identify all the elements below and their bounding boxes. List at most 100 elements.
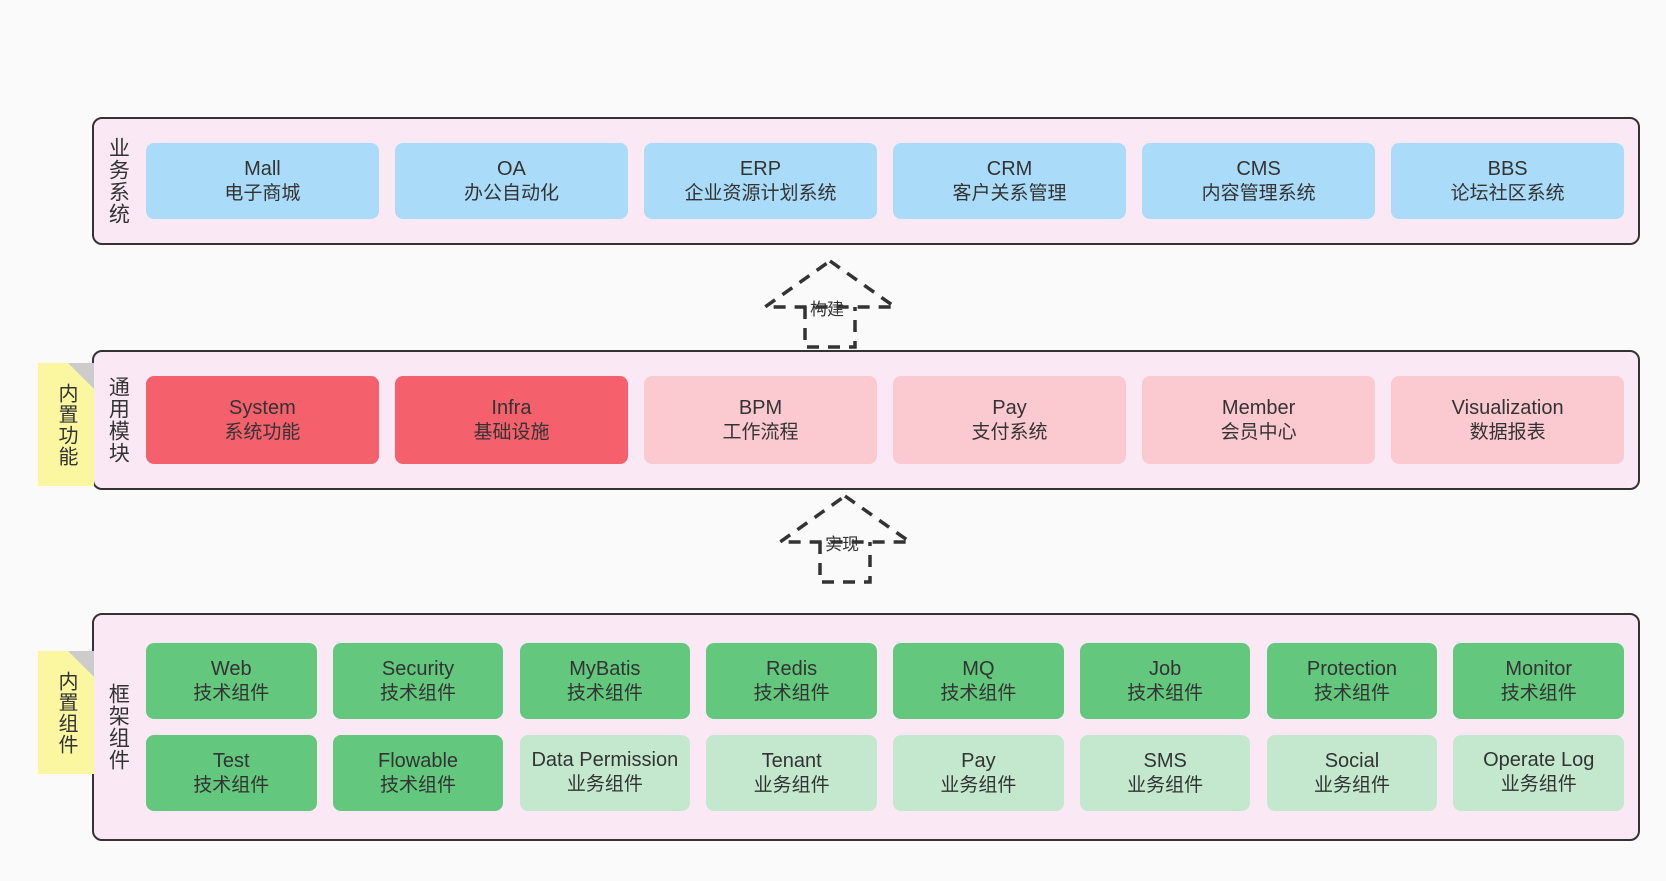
card-subtitle-cn: 业务组件 (566, 773, 643, 795)
layer-title-common-module: 通用模块 (106, 376, 130, 464)
card-title-en: Member (1221, 396, 1296, 419)
card-title-en: SMS (1143, 749, 1187, 772)
card-title-en: Redis (766, 657, 818, 680)
card-title-en: Tenant (761, 749, 822, 772)
note-fold-corner-icon (68, 363, 94, 389)
layer-title-business-system: 业务系统 (106, 137, 130, 225)
card-subtitle-cn: 企业资源计划系统 (684, 182, 837, 204)
arrow-build: 构建 (755, 255, 905, 350)
card-subtitle-cn: 技术组件 (380, 774, 457, 796)
card-subtitle-cn: 客户关系管理 (952, 182, 1067, 204)
card-subtitle-cn: 内容管理系统 (1201, 182, 1316, 204)
card-title-en: Web (210, 657, 252, 680)
note-builtin-function-label: 内置功能 (55, 382, 77, 467)
card-subtitle-cn: 办公自动化 (463, 182, 559, 204)
card-title-en: Flowable (378, 749, 459, 772)
card-title-en: Data Permission (531, 749, 679, 772)
arrow-build-glyph (759, 258, 901, 349)
card-subtitle-cn: 技术组件 (193, 682, 270, 704)
card-title-en: MQ (962, 657, 995, 680)
card-title-en: Mall (244, 157, 281, 180)
card-title-en: Social (1324, 749, 1380, 772)
note-builtin-function: 内置功能 (38, 363, 94, 486)
card-title-en: OA (496, 157, 526, 180)
card-subtitle-cn: 系统功能 (224, 421, 301, 443)
card-title-en: System (229, 396, 296, 419)
card-subtitle-cn: 业务组件 (753, 774, 830, 796)
card-subtitle-cn: 技术组件 (1127, 682, 1204, 704)
card-subtitle-cn: 支付系统 (971, 421, 1048, 443)
card-title-en: Security (381, 657, 455, 680)
card-title-en: Pay (961, 749, 996, 772)
card-subtitle-cn: 会员中心 (1220, 421, 1297, 443)
card-title-en: Monitor (1505, 657, 1573, 680)
card-title-en: Test (212, 749, 250, 772)
arrow-implement-glyph (774, 493, 916, 584)
note-builtin-component: 内置组件 (38, 651, 94, 774)
layer-title-framework-component: 框架组件 (106, 683, 130, 771)
card-subtitle-cn: 技术组件 (1500, 682, 1577, 704)
card-subtitle-cn: 业务组件 (940, 774, 1017, 796)
card-title-en: BBS (1487, 157, 1528, 180)
card-subtitle-cn: 技术组件 (193, 774, 270, 796)
card-subtitle-cn: 电子商城 (224, 182, 301, 204)
arrow-implement-label: 实现 (825, 535, 859, 554)
card-title-en: Pay (992, 396, 1027, 419)
card-subtitle-cn: 技术组件 (1313, 682, 1390, 704)
card-subtitle-cn: 业务组件 (1127, 774, 1204, 796)
card-title-en: CRM (986, 157, 1033, 180)
card-subtitle-cn: 工作流程 (722, 421, 799, 443)
note-fold-corner-icon (68, 651, 94, 677)
card-subtitle-cn: 技术组件 (940, 682, 1017, 704)
card-title-en: Protection (1306, 657, 1397, 680)
arrow-build-label: 构建 (810, 300, 844, 319)
card-subtitle-cn: 数据报表 (1469, 421, 1546, 443)
card-subtitle-cn: 业务组件 (1313, 774, 1390, 796)
card-subtitle-cn: 业务组件 (1500, 773, 1577, 795)
arrow-implement: 实现 (770, 490, 920, 585)
card-subtitle-cn: 论坛社区系统 (1450, 182, 1565, 204)
card-title-en: Operate Log (1483, 749, 1595, 772)
card-subtitle-cn: 技术组件 (753, 682, 830, 704)
card-title-en: MyBatis (569, 657, 641, 680)
